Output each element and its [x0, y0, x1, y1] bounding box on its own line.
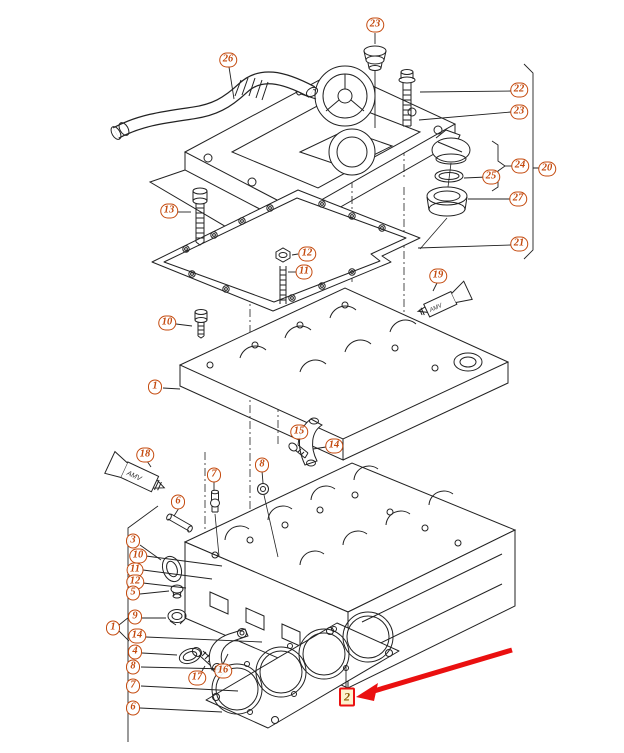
part-callout-15[interactable]: 15 [290, 424, 308, 440]
part-callout-8[interactable]: 8 [126, 659, 140, 675]
part-callout-13[interactable]: 13 [160, 203, 178, 219]
cover-bolt [398, 69, 416, 127]
part-callout-17[interactable]: 17 [188, 670, 206, 686]
filler-housing [419, 162, 468, 250]
leader-lines [118, 33, 539, 742]
sealant-tube-18: AMV [104, 450, 166, 493]
stud-and-nut [275, 247, 291, 304]
camshaft-seal [161, 555, 183, 583]
part-callout-22[interactable]: 22 [510, 82, 528, 98]
part-callout-23[interactable]: 23 [510, 104, 528, 120]
highlighted-part-callout-2[interactable]: 2 [339, 687, 355, 707]
part-callout-23[interactable]: 23 [366, 17, 384, 33]
oil-filler-neck [328, 128, 376, 176]
part-callout-14[interactable]: 14 [325, 438, 343, 454]
part-callout-10[interactable]: 10 [158, 315, 176, 331]
camshaft-housing [178, 287, 510, 461]
part-callout-6[interactable]: 6 [171, 494, 185, 510]
part-callout-24[interactable]: 24 [511, 158, 529, 174]
part-callout-20[interactable]: 20 [538, 161, 556, 177]
part-callout-9[interactable]: 9 [128, 609, 142, 625]
part-callout-3[interactable]: 3 [126, 533, 140, 549]
part-callout-27[interactable]: 27 [509, 191, 527, 207]
part-callout-1[interactable]: 1 [106, 620, 120, 636]
part-callout-8[interactable]: 8 [255, 457, 269, 473]
part-callout-10[interactable]: 10 [129, 548, 147, 564]
part-callout-6[interactable]: 6 [126, 700, 140, 716]
part-callout-14[interactable]: 14 [128, 628, 146, 644]
screw-plug [167, 609, 187, 626]
part-callout-1[interactable]: 1 [148, 379, 162, 395]
part-callout-26[interactable]: 26 [219, 52, 237, 68]
highlight-arrow [356, 647, 513, 701]
bracket-bolt [288, 442, 309, 459]
part-callout-18[interactable]: 18 [136, 447, 154, 463]
part-callout-25[interactable]: 25 [482, 169, 500, 185]
bolt-10 [194, 309, 208, 339]
head-gasket [205, 611, 400, 729]
part-callout-7[interactable]: 7 [126, 678, 140, 694]
breather-hose [110, 71, 319, 140]
sealant-tube-19: AMV [416, 280, 473, 318]
part-callout-12[interactable]: 12 [298, 246, 316, 262]
part-callout-4[interactable]: 4 [128, 644, 142, 660]
oil-separator [295, 65, 376, 127]
part-callout-5[interactable]: 5 [126, 585, 140, 601]
bolt-13 [192, 187, 208, 246]
breather-cap [363, 45, 387, 71]
sealing-cap [170, 584, 184, 599]
seal-washer-8 [257, 483, 279, 558]
part-callout-7[interactable]: 7 [207, 467, 221, 483]
part-callout-19[interactable]: 19 [429, 268, 447, 284]
core-plug [178, 647, 202, 665]
sealant-brand-text: AMV [428, 303, 444, 315]
part-callout-16[interactable]: 16 [214, 663, 232, 679]
part-callout-11[interactable]: 11 [295, 264, 313, 280]
part-callout-21[interactable]: 21 [510, 236, 528, 252]
lifting-eye [208, 628, 249, 673]
pin-7 [210, 489, 220, 557]
